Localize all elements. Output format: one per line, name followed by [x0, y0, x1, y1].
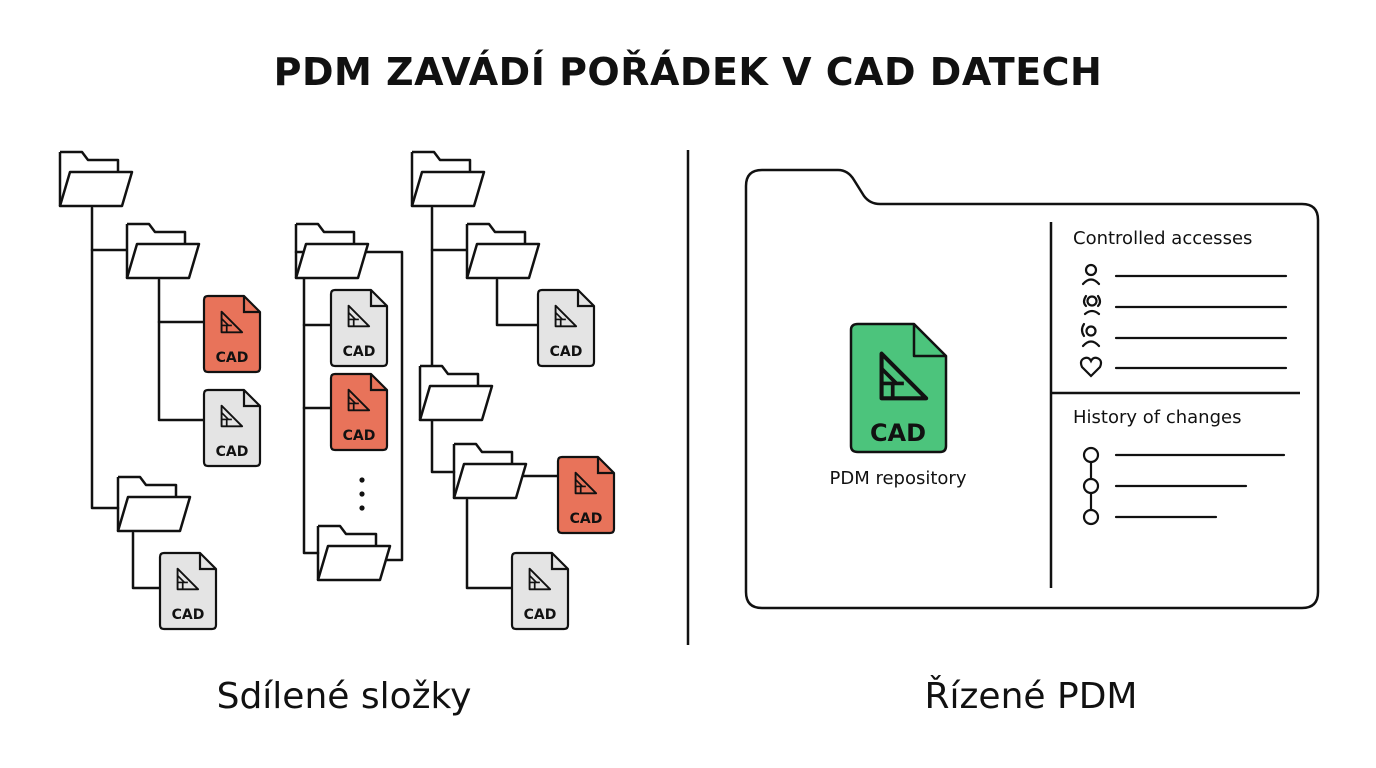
heart-icon — [1079, 356, 1103, 378]
cad-file-icon-highlighted: CAD — [329, 372, 389, 452]
shared-folders-diagram — [90, 206, 560, 590]
user-icon — [1081, 263, 1101, 286]
shared-folders-caption: Sdílené složky — [216, 676, 472, 717]
folder-icon — [294, 222, 370, 280]
cad-file-icon: CAD — [510, 551, 570, 631]
folder-icon — [465, 222, 541, 280]
cad-file-label: CAD — [343, 428, 376, 444]
pdm-repository-label: PDM repository — [829, 468, 967, 489]
folder-icon — [58, 150, 134, 208]
user-icon — [1080, 322, 1101, 348]
cad-file-label: CAD — [216, 444, 249, 460]
folder-icon — [116, 475, 192, 533]
commit-node-icon — [1082, 508, 1100, 526]
cad-file-label: CAD — [524, 607, 557, 623]
managed-pdm-caption: Řízené PDM — [924, 676, 1138, 717]
commit-node-icon — [1082, 446, 1100, 464]
cad-file-icon: CAD — [158, 551, 218, 631]
more-items-ellipsis-icon — [359, 477, 365, 511]
cad-file-label: CAD — [550, 344, 583, 360]
pdm-cad-file-label: CAD — [870, 419, 926, 447]
cad-file-label: CAD — [172, 607, 205, 623]
cad-file-icon: CAD — [329, 288, 389, 368]
folder-icon — [452, 442, 528, 500]
user-icon — [1082, 294, 1102, 316]
commit-node-icon — [1082, 477, 1100, 495]
folder-icon — [316, 524, 392, 582]
cad-file-icon-highlighted: CAD — [202, 294, 262, 374]
pdm-cad-file — [849, 322, 948, 454]
cad-file-icon-highlighted: CAD — [556, 455, 616, 535]
pdm-repository-folder — [744, 168, 1320, 610]
page-title: PDM ZAVÁDÍ POŘÁDEK V CAD DATECH — [273, 50, 1103, 94]
controlled-accesses-heading: Controlled accesses — [1073, 228, 1253, 249]
folder-icon — [125, 222, 201, 280]
folder-icon — [410, 150, 486, 208]
cad-file-icon: CAD — [202, 388, 262, 468]
cad-file-icon: CAD — [536, 288, 596, 368]
cad-file-label: CAD — [343, 344, 376, 360]
folder-icon — [418, 364, 494, 422]
history-of-changes-heading: History of changes — [1073, 407, 1242, 428]
cad-file-label: CAD — [570, 511, 603, 527]
cad-file-label: CAD — [216, 350, 249, 366]
